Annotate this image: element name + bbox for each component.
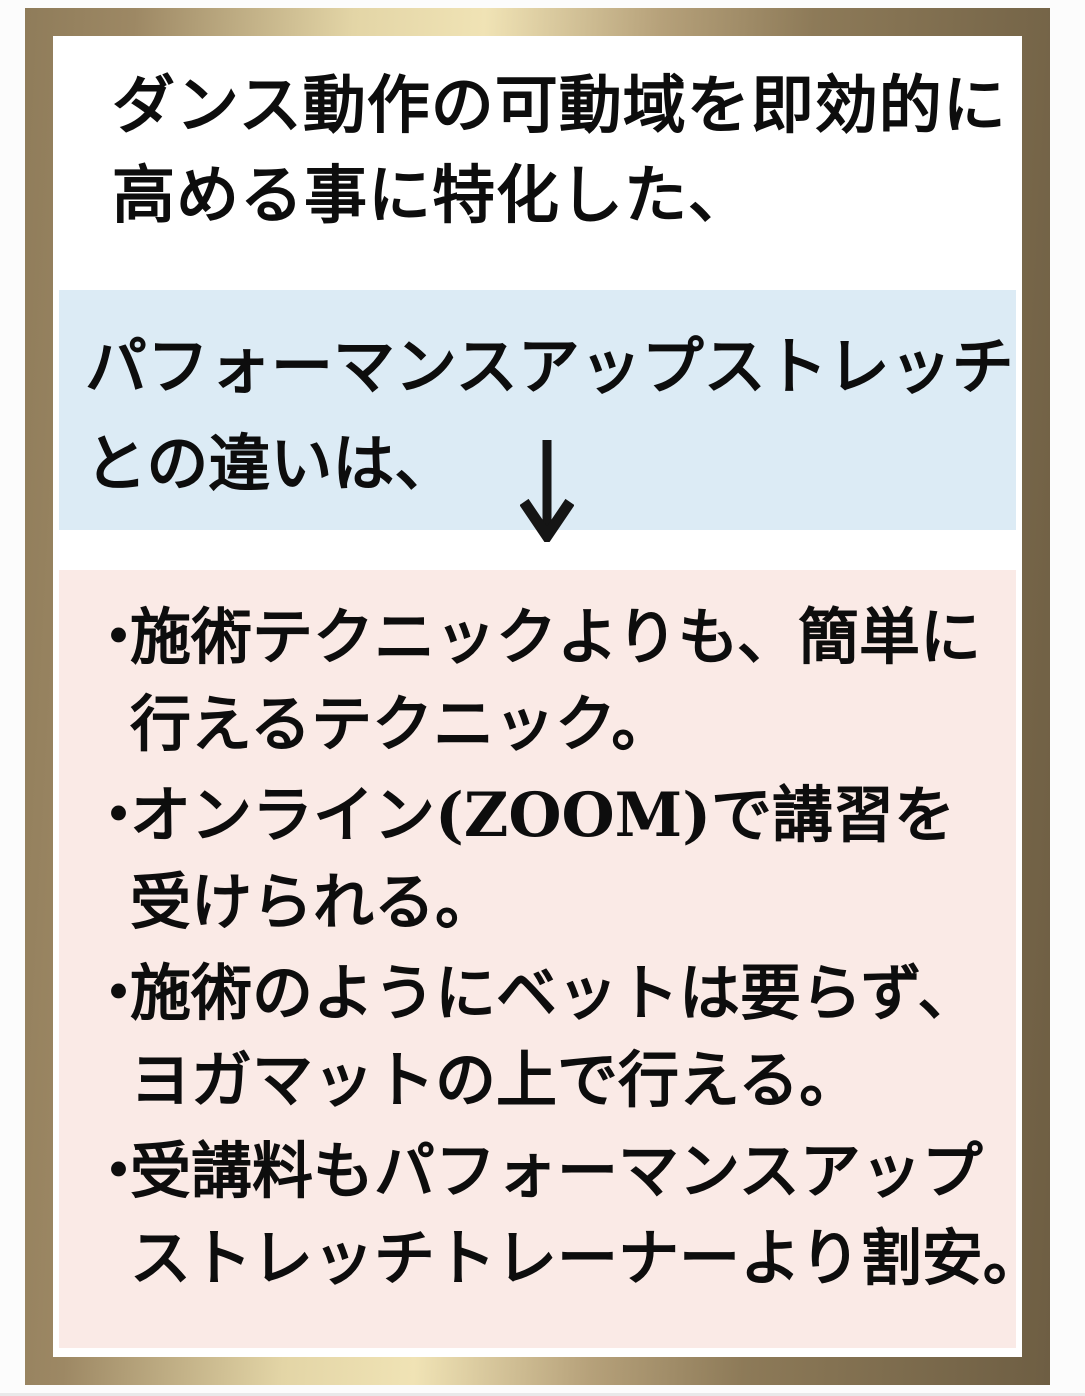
bullet-line: 受けられる。 (130, 867, 497, 938)
heading-line-2: 高める事に特化した、 (112, 158, 752, 232)
list-item: ・オンライン(ZOOM)で講習を 受けられる。 (88, 772, 1008, 946)
bullet-line: ・オンライン(ZOOM)で講習を (88, 772, 1008, 859)
highlight-box: パフォーマンスアップストレッチ との違いは、 (59, 290, 1016, 530)
bullet-text: 受講料もパフォーマンスアップ (130, 1136, 983, 1207)
bullet-line: ・施術テクニックよりも、簡単に (88, 594, 1008, 681)
bullet-marker: ・ (88, 958, 150, 1029)
bullet-marker: ・ (88, 1136, 150, 1207)
bullet-line: ・施術のようにベットは要らず、 (88, 950, 1008, 1037)
bullet-text: 施術のようにベットは要らず、 (130, 958, 979, 1029)
down-arrow-icon (520, 440, 574, 542)
highlight-line-1: パフォーマンスアップストレッチ (85, 330, 1014, 403)
list-item: ・施術テクニックよりも、簡単に 行えるテクニック。 (88, 594, 1008, 768)
content-area: ダンス動作の可動域を即効的に 高める事に特化した、 パフォーマンスアップストレッ… (53, 36, 1044, 1357)
list-item: ・施術のようにベットは要らず、 ヨガマットの上で行える。 (88, 950, 1008, 1124)
bullet-marker: ・ (88, 780, 150, 851)
bullet-line: ・受講料もパフォーマンスアップ (88, 1128, 1008, 1215)
list-item: ・受講料もパフォーマンスアップ ストレッチトレーナーより割安。 (88, 1128, 1044, 1302)
heading-line-1: ダンス動作の可動域を即効的に (112, 68, 1007, 142)
highlight-line-2: との違いは、 (85, 427, 457, 500)
bullet-text: オンライン(ZOOM)で講習を (130, 780, 956, 851)
section-gap (59, 530, 1016, 570)
bullet-line: 行えるテクニック。 (130, 689, 673, 760)
image-bottom-edge (0, 1393, 1085, 1396)
heading-text: ダンス動作の可動域を即効的に 高める事に特化した、 (59, 36, 1016, 290)
gold-frame: ダンス動作の可動域を即効的に 高める事に特化した、 パフォーマンスアップストレッ… (25, 8, 1050, 1385)
bullet-marker: ・ (88, 602, 150, 673)
bullet-line: ストレッチトレーナーより割安。 (130, 1223, 1044, 1294)
bullet-line: ヨガマットの上で行える。 (130, 1045, 861, 1116)
differences-list: ・施術テクニックよりも、簡単に 行えるテクニック。 ・オンライン(ZOOM)で講… (59, 570, 1044, 1348)
bullet-text: 施術テクニックよりも、簡単に (130, 602, 981, 673)
